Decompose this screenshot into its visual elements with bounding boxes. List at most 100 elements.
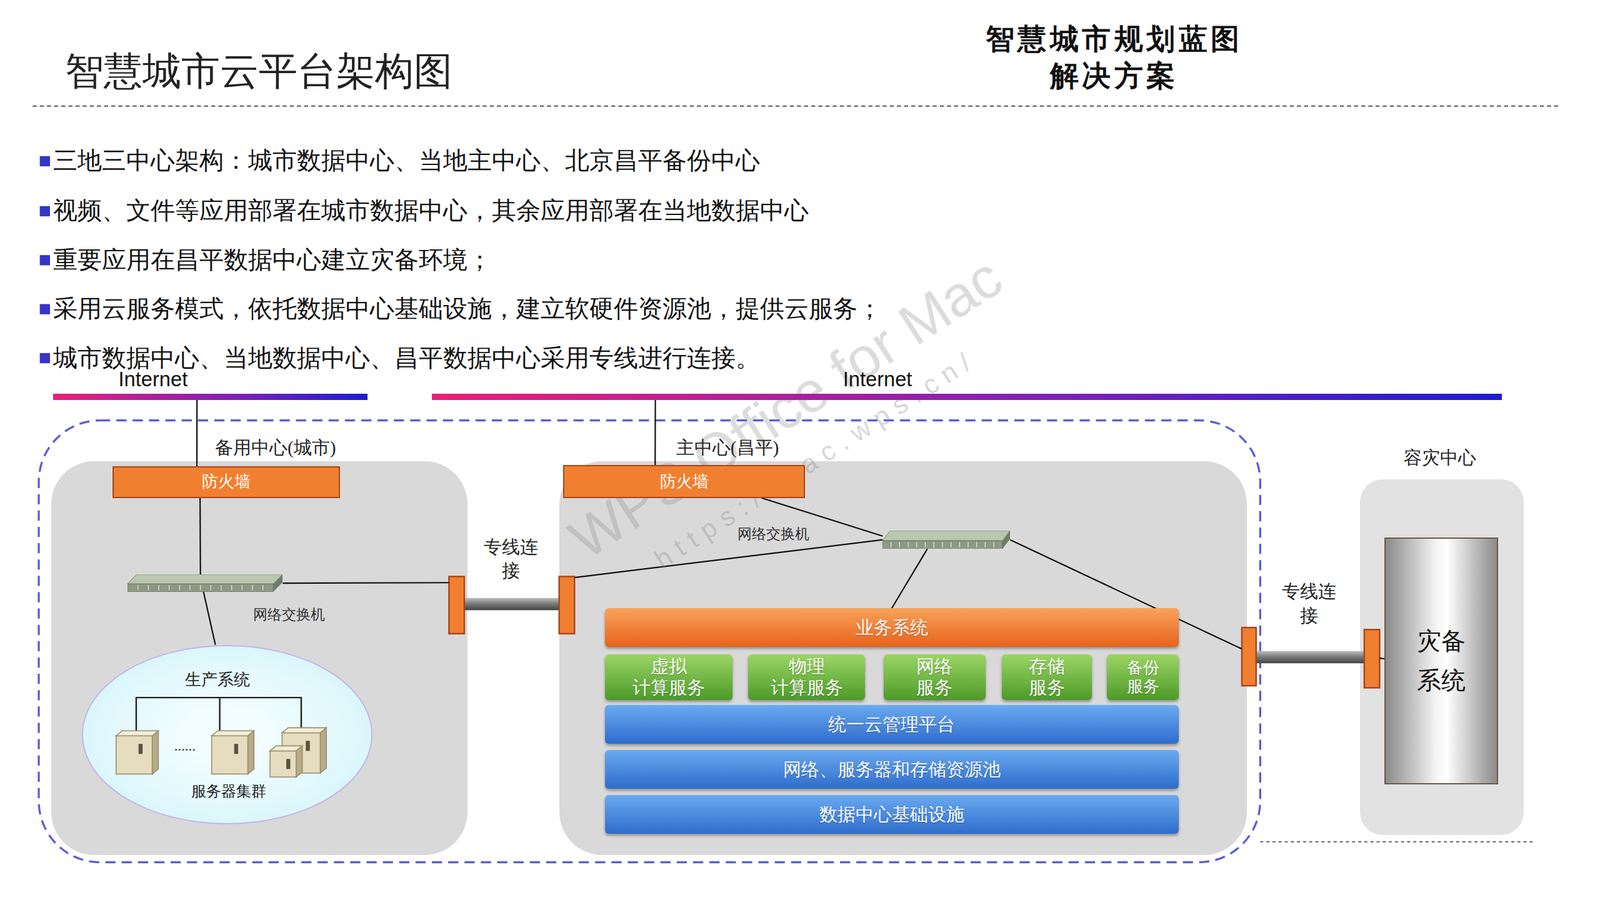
service-box: 防火墙 [112, 466, 340, 499]
switch-port [890, 541, 892, 548]
switch-port [916, 541, 917, 548]
switch-label: 网络交换机 [253, 605, 325, 625]
internet-band: Internet [431, 393, 1503, 400]
service-box: 数据中心基础设施 [605, 795, 1179, 834]
bullet-square [40, 304, 50, 315]
box-text: 防火墙 [201, 472, 251, 492]
switch-port [976, 541, 977, 548]
switch-side [1002, 530, 1010, 549]
switch-front [127, 583, 274, 592]
switch-port [985, 541, 986, 548]
bullet-square [40, 353, 50, 364]
switch-port [241, 585, 243, 590]
line-terminal [1364, 629, 1380, 688]
center-heading: 容灾中心 [1403, 445, 1477, 471]
dashed-rule [1260, 841, 1533, 843]
switch-port [899, 541, 900, 548]
service-box: 网络 服务 [883, 654, 986, 700]
box-text: 存储 服务 [1009, 655, 1085, 699]
server-slot [138, 743, 142, 754]
box-text: 备份 服务 [1108, 658, 1177, 697]
server-box [115, 735, 152, 774]
cluster-text: 生产系统 [185, 668, 250, 691]
cluster-text: ...... [174, 738, 196, 755]
switch-port [251, 585, 253, 590]
box-text: 网络 服务 [896, 655, 972, 699]
switch-port [959, 541, 960, 548]
switch-label: 网络交换机 [737, 524, 810, 544]
server-slot [305, 740, 310, 751]
switch-icon [882, 530, 1010, 549]
switch-top [127, 574, 283, 584]
service-box: 物理 计算服务 [748, 654, 866, 700]
edge-label: 专线连接 [1281, 579, 1337, 627]
server-top [115, 730, 159, 736]
server-slot [286, 758, 290, 769]
region-outline [38, 420, 1260, 863]
switch-port [137, 585, 139, 590]
connector-line [196, 400, 198, 467]
bullet-text: 视频、文件等应用部署在城市数据中心，其余应用部署在当地数据中心 [53, 195, 809, 225]
service-box: 统一云管理平台 [605, 705, 1179, 744]
server-side [320, 727, 327, 773]
switch-port [908, 541, 909, 548]
line-terminal [559, 576, 575, 634]
switch-port [189, 585, 190, 590]
bullet-square [40, 255, 50, 265]
center-heading: 备用中心(城市) [215, 435, 337, 461]
production-ellipse: 生产系统...... 服务器集群 [81, 645, 373, 825]
server-side [151, 730, 159, 774]
box-text: 防火墙 [660, 472, 709, 492]
box-text: 统一云管理平台 [828, 713, 955, 735]
service-box: 防火墙 [563, 465, 805, 498]
switch-port [941, 541, 943, 548]
switch-port [148, 585, 149, 590]
subtitle: 智慧城市规划蓝图 [985, 22, 1244, 57]
line-terminal [448, 576, 464, 634]
bullet-text: 采用云服务模式，依托数据中心基础设施，建立软硬件资源池，提供云服务； [53, 293, 882, 324]
box-text: 虚拟 计算服务 [631, 655, 707, 699]
leased-line-pipe [464, 598, 560, 611]
tree-line [218, 697, 220, 731]
switch-port [231, 585, 232, 590]
network-switch: 网络交换机 [127, 574, 283, 592]
service-box: 备份 服务 [1106, 654, 1179, 700]
server-slot [233, 743, 238, 754]
network-switch: 网络交换机 [882, 530, 1010, 549]
line-terminal [1241, 627, 1257, 686]
server-box [211, 735, 248, 774]
center-panel: 容灾中心灾备 系统 [1360, 479, 1524, 835]
edge-label: 专线连接 [483, 535, 539, 583]
band-label: Internet [118, 367, 189, 392]
switch-side [273, 574, 283, 592]
header-rule [32, 105, 1562, 107]
switch-top [882, 530, 1010, 541]
center-panel: 备用中心(城市)防火墙网络交换机生产系统......服务器集群 [51, 461, 468, 855]
switch-port [200, 585, 201, 590]
switch-port [950, 541, 952, 548]
switch-port [933, 541, 935, 548]
box-text: 数据中心基础设施 [819, 803, 965, 825]
leased-line-pipe [1256, 651, 1365, 664]
service-box: 网络、服务器和存储资源池 [605, 750, 1179, 789]
box-text: 网络、服务器和存储资源池 [783, 758, 1001, 780]
server-top [281, 727, 327, 733]
tree-line [136, 697, 302, 731]
box-text: 业务系统 [855, 616, 929, 639]
switch-port [220, 585, 222, 590]
cluster-text: 服务器集群 [191, 780, 267, 802]
box-text: 灾备 系统 [1414, 621, 1469, 700]
service-box: 存储 服务 [1001, 654, 1092, 700]
center-heading: 主中心(昌平) [676, 435, 780, 461]
switch-port [179, 585, 180, 590]
server-box [270, 750, 297, 777]
bullet-text: 三地三中心架构：城市数据中心、当地主中心、北京昌平备份中心 [53, 145, 760, 175]
bullet-square [40, 156, 50, 167]
service-box: 虚拟 计算服务 [605, 654, 733, 700]
service-box: 业务系统 [605, 608, 1179, 647]
server-side [247, 730, 254, 774]
switch-port [168, 585, 170, 590]
internet-band: Internet [53, 393, 368, 400]
page-title: 智慧城市云平台架构图 [65, 45, 453, 98]
server-top [211, 730, 254, 736]
